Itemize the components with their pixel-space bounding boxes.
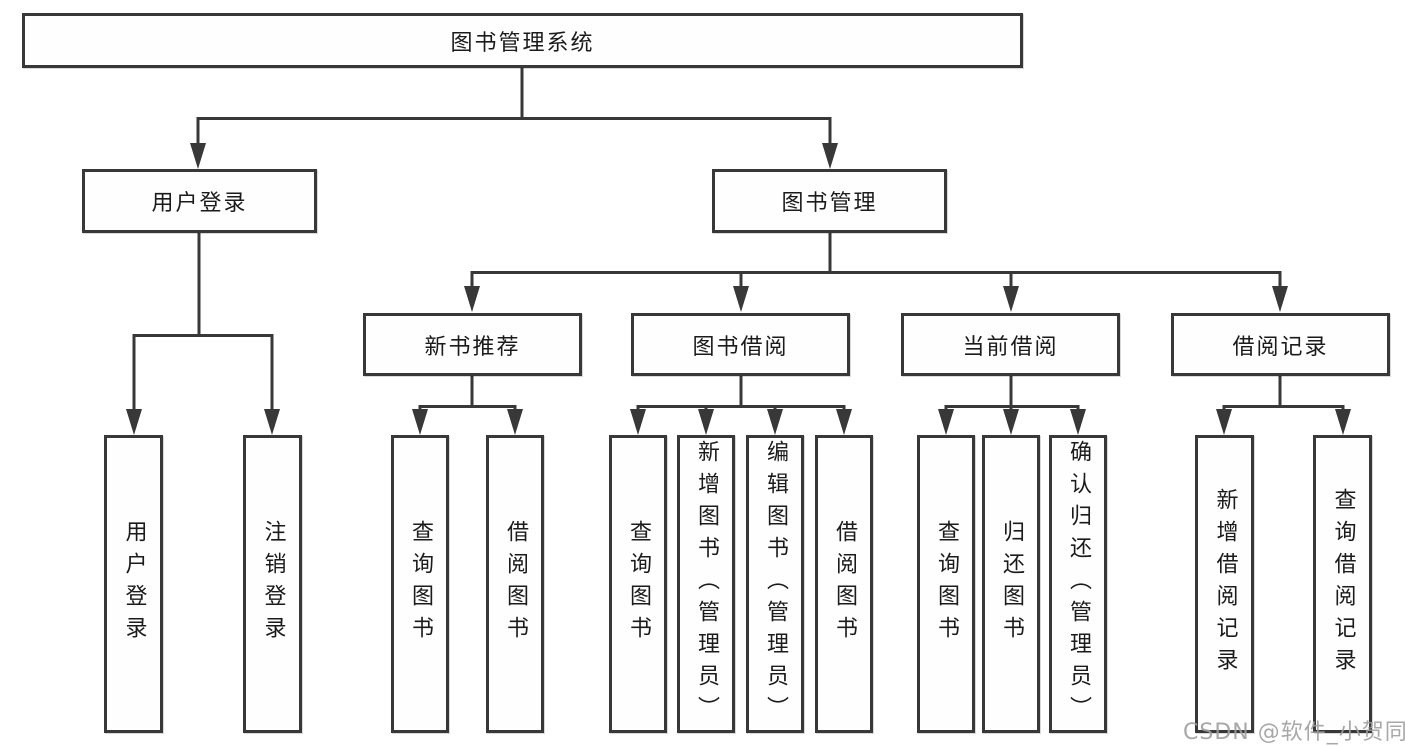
node-book-mgmt: 图书管理 xyxy=(712,169,947,233)
node-borrow-records: 借阅记录 xyxy=(1171,313,1390,376)
leaf-query-books-current: 查询图书 xyxy=(917,435,975,733)
leaf-logout-label: 注销登录 xyxy=(260,520,286,648)
arrow-down-icon xyxy=(938,409,954,435)
leaf-query-books-borrow: 查询图书 xyxy=(609,435,667,733)
arrow-down-icon xyxy=(1272,286,1288,312)
arrow-down-icon xyxy=(412,409,428,435)
connector-root-branch xyxy=(190,68,838,169)
connector-new-book-rec-branch xyxy=(412,376,523,435)
arrow-down-icon xyxy=(1335,409,1351,435)
leaf-logout: 注销登录 xyxy=(243,435,302,733)
arrow-down-icon xyxy=(264,409,280,435)
connector-current-borrow-branch xyxy=(938,376,1086,435)
leaf-confirm-return-admin: 确认归还（管理员） xyxy=(1049,435,1107,733)
leaf-query-borrow-record: 查询借阅记录 xyxy=(1313,435,1372,733)
node-user-login-label: 用户登录 xyxy=(151,191,248,216)
watermark: CSDN @软件_小贺同学 xyxy=(1183,720,1405,745)
node-root: 图书管理系统 xyxy=(22,13,1023,68)
arrow-down-icon xyxy=(767,409,783,435)
arrow-down-icon xyxy=(733,286,749,312)
leaf-user-login-label: 用户登录 xyxy=(121,520,147,648)
leaf-add-borrow-record-label: 新增借阅记录 xyxy=(1212,488,1238,680)
node-book-borrow: 图书借阅 xyxy=(631,313,850,376)
leaf-return-book-label: 归还图书 xyxy=(999,520,1024,648)
leaf-query-books-rec-label: 查询图书 xyxy=(408,520,433,648)
leaf-query-books-borrow-label: 查询图书 xyxy=(626,520,651,648)
node-current-borrow: 当前借阅 xyxy=(901,313,1120,376)
arrow-down-icon xyxy=(1003,409,1019,435)
connector-user-login-branch xyxy=(126,233,280,435)
node-current-borrow-label: 当前借阅 xyxy=(962,334,1059,360)
node-borrow-records-label: 借阅记录 xyxy=(1232,334,1329,360)
connector-book-mgmt-branch xyxy=(464,233,1288,312)
leaf-edit-book-admin: 编辑图书（管理员） xyxy=(746,435,804,733)
connector-book-borrow-branch xyxy=(630,376,852,435)
leaf-borrow-books-rec-label: 借阅图书 xyxy=(503,520,528,648)
leaf-edit-book-admin-label: 编辑图书（管理员） xyxy=(763,440,788,728)
node-user-login: 用户登录 xyxy=(82,169,317,233)
arrow-down-icon xyxy=(1070,409,1086,435)
arrow-down-icon xyxy=(630,409,646,435)
connector-borrow-records-branch xyxy=(1216,376,1351,435)
leaf-query-books-rec: 查询图书 xyxy=(391,435,449,733)
arrow-down-icon xyxy=(126,409,142,435)
arrow-down-icon xyxy=(1003,286,1019,312)
node-new-book-rec-label: 新书推荐 xyxy=(424,334,521,360)
leaf-query-books-current-label: 查询图书 xyxy=(934,520,959,648)
arrow-down-icon xyxy=(464,286,480,312)
leaf-add-book-admin: 新增图书（管理员） xyxy=(677,435,735,733)
arrow-down-icon xyxy=(1216,409,1232,435)
leaf-user-login: 用户登录 xyxy=(104,435,163,733)
node-book-mgmt-label: 图书管理 xyxy=(781,191,878,216)
node-book-borrow-label: 图书借阅 xyxy=(692,334,789,360)
arrow-down-icon xyxy=(698,409,714,435)
leaf-add-borrow-record: 新增借阅记录 xyxy=(1195,435,1254,733)
arrow-down-icon xyxy=(822,143,838,169)
arrow-down-icon xyxy=(836,409,852,435)
leaf-query-borrow-record-label: 查询借阅记录 xyxy=(1330,488,1356,680)
leaf-borrow-books-borrow: 借阅图书 xyxy=(815,435,873,733)
leaf-borrow-books-borrow-label: 借阅图书 xyxy=(832,520,857,648)
leaf-return-book: 归还图书 xyxy=(982,435,1040,733)
arrow-down-icon xyxy=(507,409,523,435)
leaf-borrow-books-rec: 借阅图书 xyxy=(486,435,544,733)
node-new-book-rec: 新书推荐 xyxy=(363,313,582,376)
node-root-label: 图书管理系统 xyxy=(450,30,595,56)
leaf-add-book-admin-label: 新增图书（管理员） xyxy=(694,440,719,728)
leaf-confirm-return-admin-label: 确认归还（管理员） xyxy=(1066,440,1091,728)
arrow-down-icon xyxy=(190,143,206,169)
